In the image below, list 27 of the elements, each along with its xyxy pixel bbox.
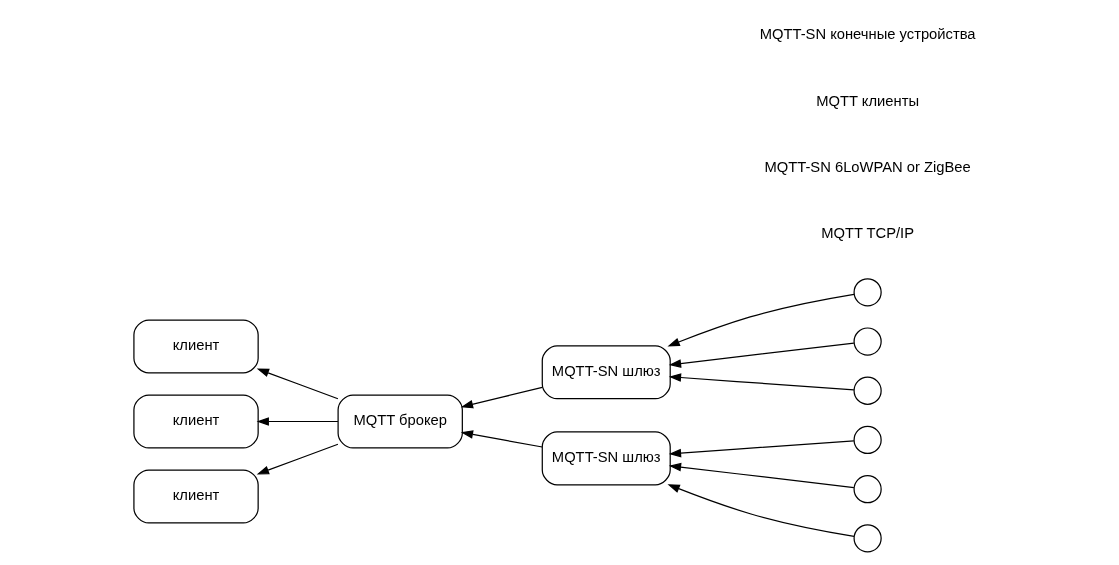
node-circle [853,376,882,405]
arrow [668,440,855,458]
node-circle [853,524,882,553]
arrow [668,462,855,489]
node-circle [853,475,882,504]
arrow [256,368,339,400]
node-box: MQTT-SN шлюз [541,345,671,400]
arrow [668,342,855,368]
arrow [668,373,855,391]
arrow [667,293,855,347]
node-box: MQTT-SN шлюз [541,431,671,486]
node-circle [853,327,882,356]
node-box: клиент [133,319,259,374]
node-box: MQTT брокер [337,394,463,449]
node-circle [853,278,882,307]
arrow [460,386,543,409]
node-box: клиент [133,469,259,524]
label: MQTT-SN 6LoWPAN or ZigBee [764,158,971,175]
arrow [460,430,543,448]
arrow [667,484,855,537]
label: MQTT TCP/IP [821,225,915,242]
node-circle [853,425,882,455]
arrow [256,417,339,426]
node-box: клиент [133,394,259,449]
label: MQTT-SN конечные устройства [759,26,976,43]
label: MQTT клиенты [816,92,920,109]
arrow [256,443,339,475]
